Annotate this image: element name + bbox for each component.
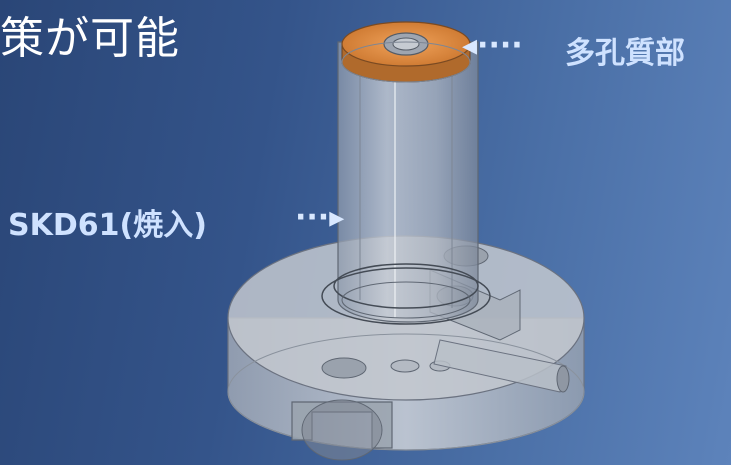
porous-part-label: 多孔質部 (565, 36, 685, 71)
slide-heading: 策が可能 (0, 13, 180, 64)
skd61-pointer-arrow: ···▸ (295, 200, 345, 235)
skd61-label: SKD61(焼入) (8, 208, 207, 243)
porous-pointer-arrow: ◂···· (462, 28, 523, 63)
